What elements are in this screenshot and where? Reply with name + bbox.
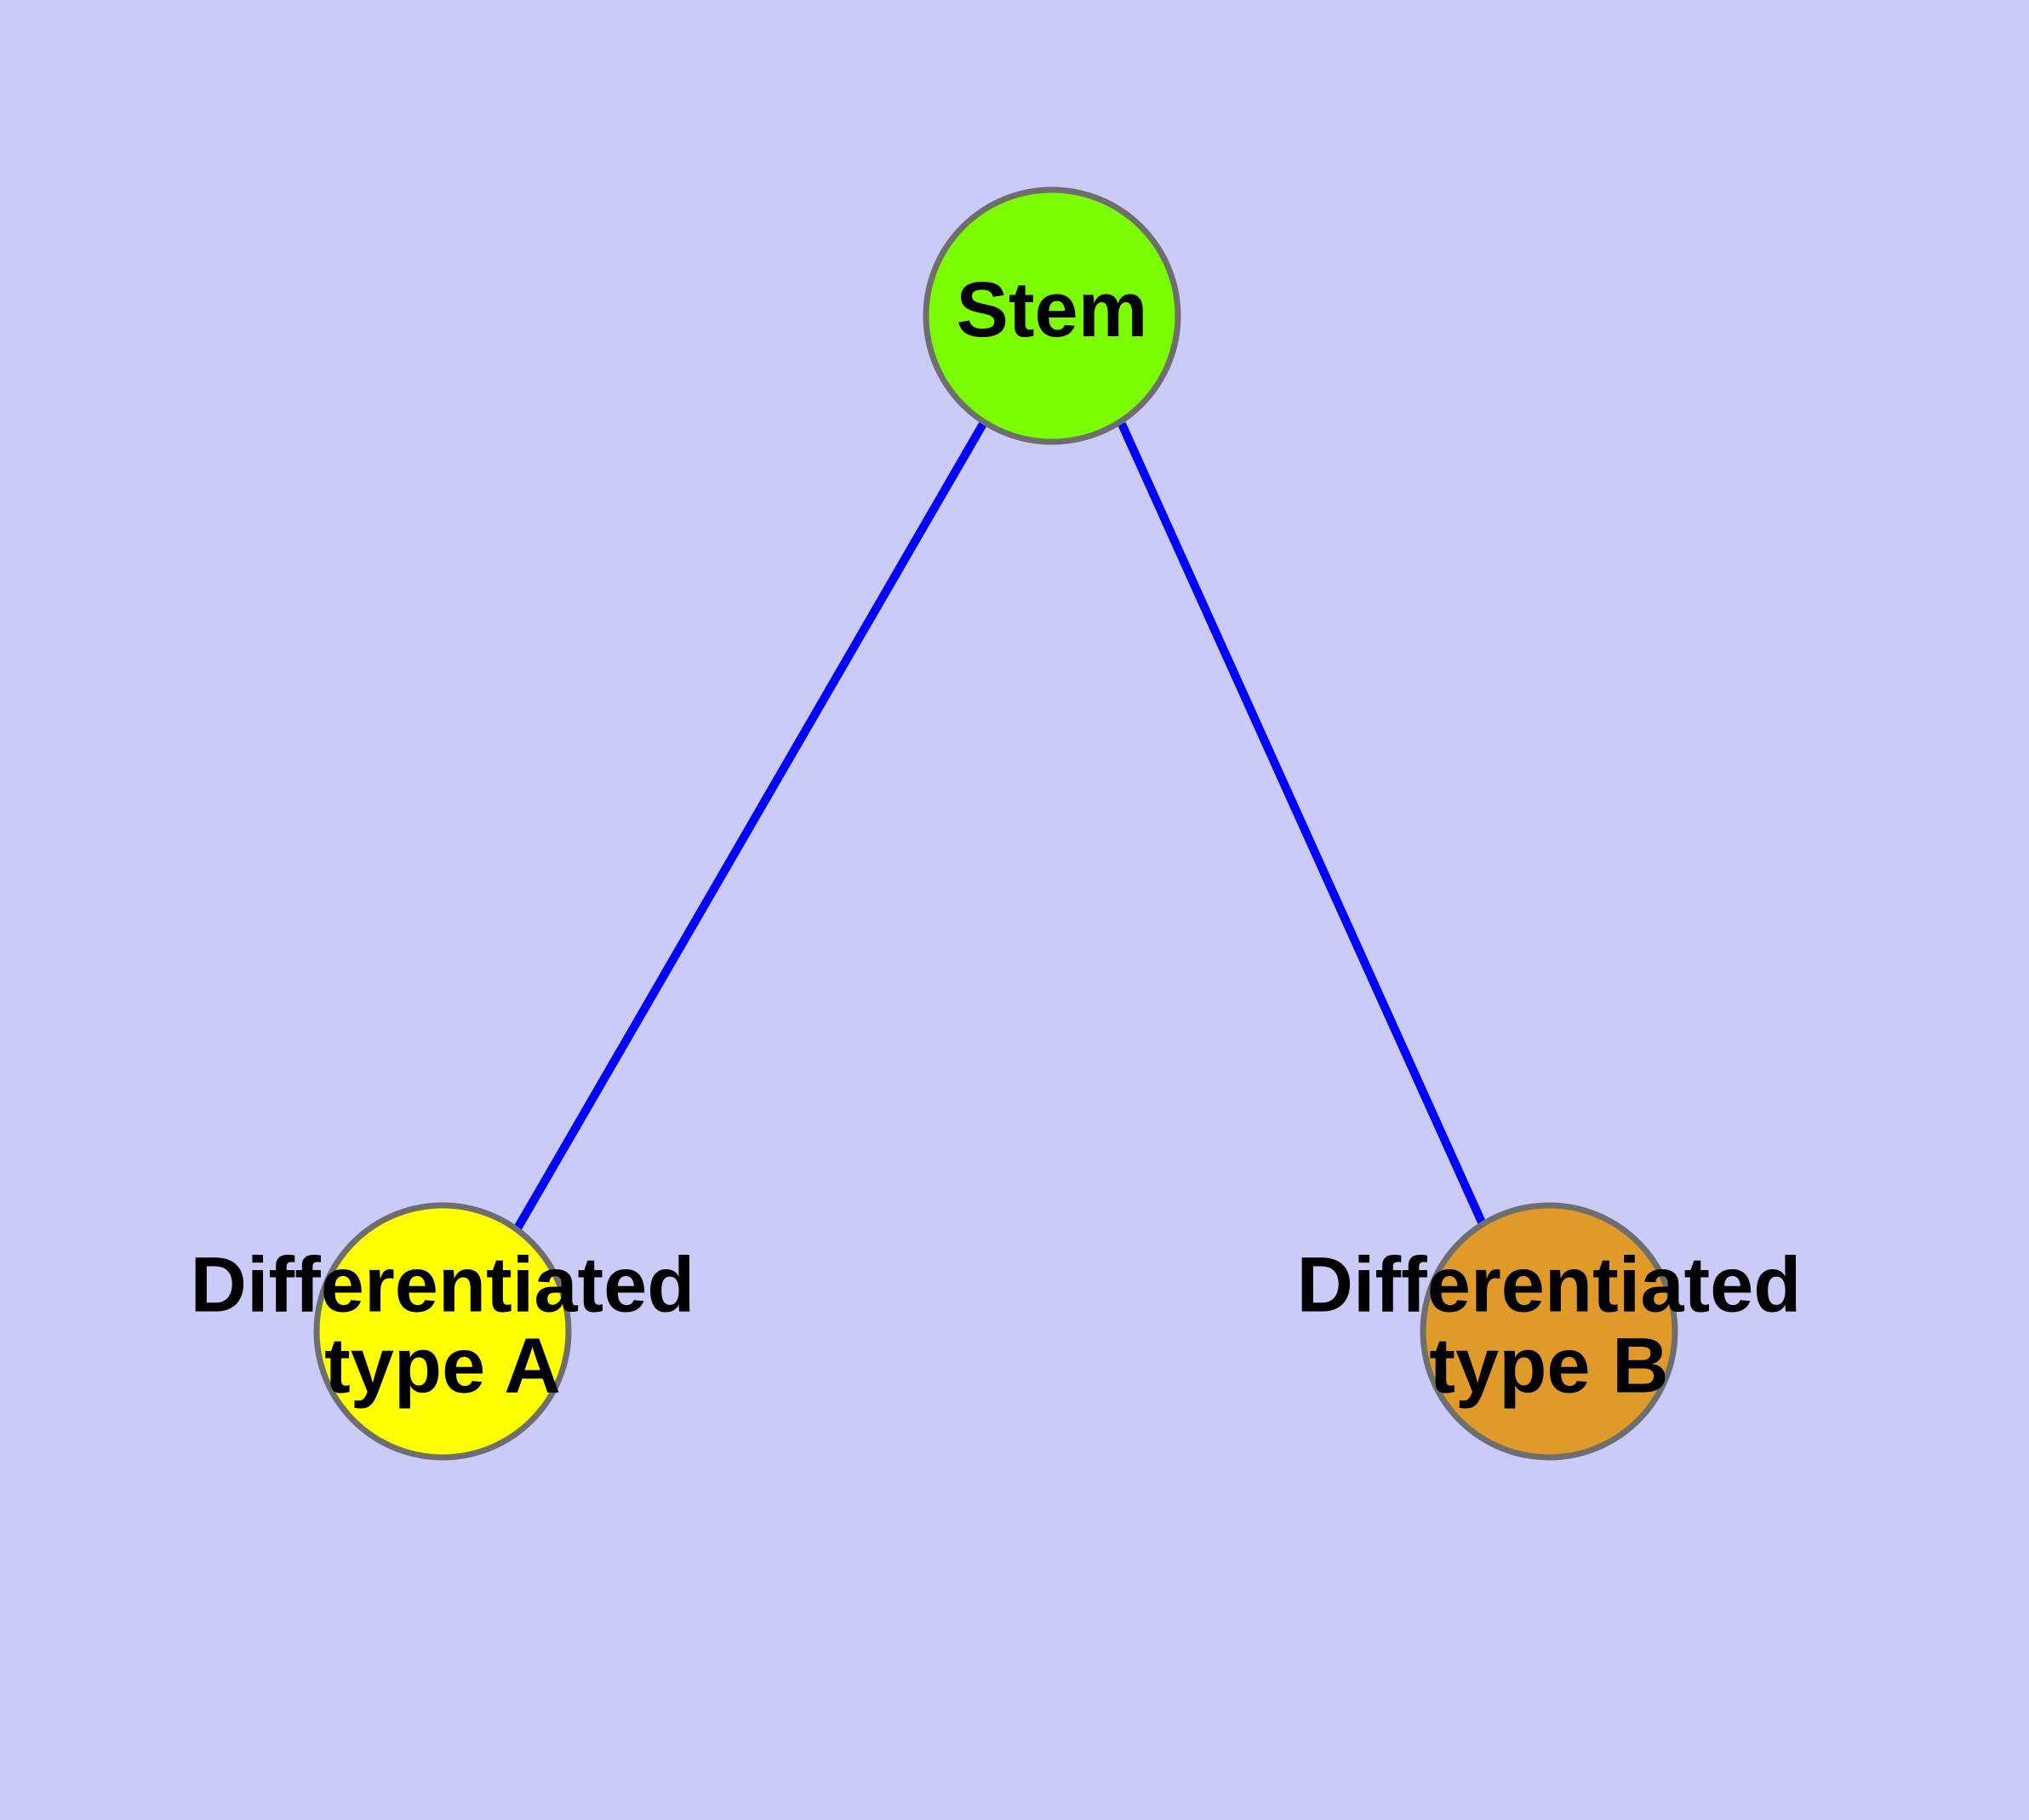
graph-node-label-line: type B [1429,1323,1668,1410]
graph-node-label-line: Stem [957,266,1148,353]
graph-node-diff_a[interactable] [313,1202,572,1461]
graph-node-label-line: Differentiated [191,1242,695,1329]
graph-node-stem[interactable] [923,186,1181,445]
graph-edge-stem-to-diff-a[interactable] [513,421,987,1231]
graph-node-diff_b[interactable] [1420,1202,1678,1461]
graph-node-label-line: type A [324,1323,561,1410]
graph-node-label-stem: Stem [957,266,1148,353]
graph-node-label-line: Differentiated [1297,1242,1802,1329]
graph-edge-stem-to-diff-b[interactable] [1117,421,1487,1227]
edges-layer [513,421,1487,1231]
nodes-layer [313,186,1678,1461]
